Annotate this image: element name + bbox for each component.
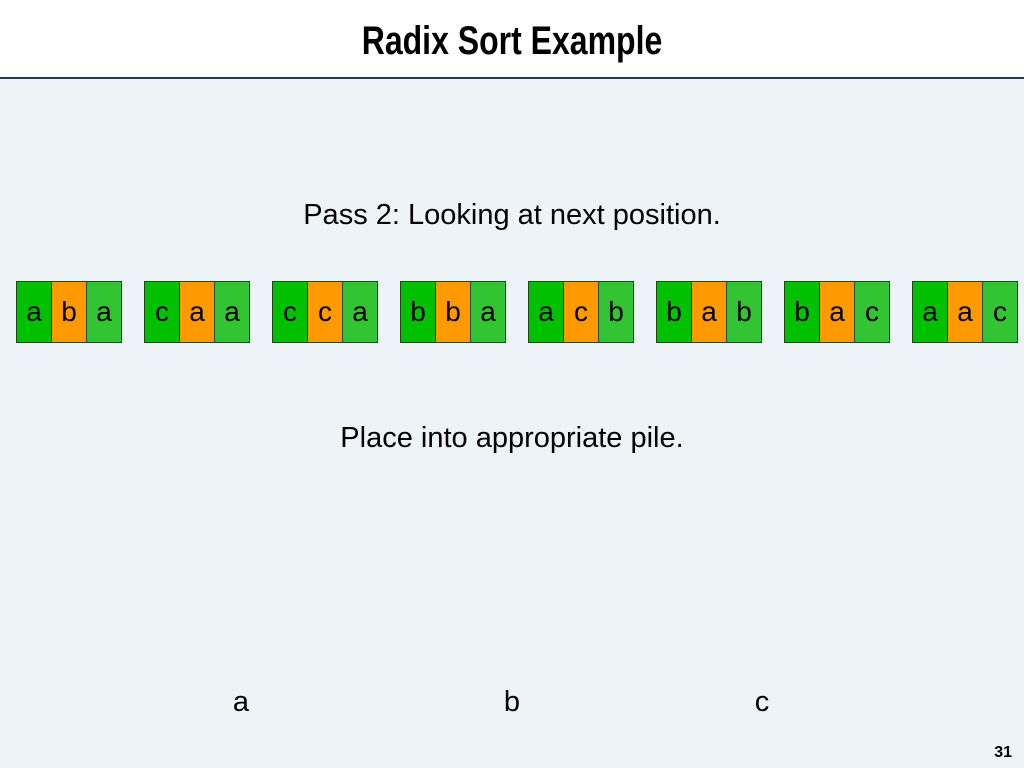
title-divider bbox=[0, 77, 1024, 79]
letter-cell: a bbox=[179, 281, 215, 343]
letter-cell: a bbox=[912, 281, 948, 343]
word-card: b a c bbox=[784, 281, 890, 343]
pile-label-a: a bbox=[232, 686, 250, 718]
letter-cell: a bbox=[342, 281, 378, 343]
instruction-text: Place into appropriate pile. bbox=[340, 422, 684, 454]
letter-cell: c bbox=[307, 281, 343, 343]
letter-cell: b bbox=[400, 281, 436, 343]
word-card: b a b bbox=[656, 281, 762, 343]
letter-cell: c bbox=[854, 281, 890, 343]
letter-cell: c bbox=[272, 281, 308, 343]
letter-cell: a bbox=[214, 281, 250, 343]
letter-cell: a bbox=[819, 281, 855, 343]
letter-cell: a bbox=[528, 281, 564, 343]
letter-cell: c bbox=[982, 281, 1018, 343]
words-row: a b a c a a c c a b b a a c b b a b b a … bbox=[0, 281, 1024, 343]
letter-cell: a bbox=[16, 281, 52, 343]
letter-cell: b bbox=[51, 281, 87, 343]
word-card: a a c bbox=[912, 281, 1018, 343]
letter-cell: b bbox=[726, 281, 762, 343]
letter-cell: a bbox=[470, 281, 506, 343]
slide-content-area bbox=[0, 79, 1024, 768]
letter-cell: a bbox=[86, 281, 122, 343]
word-card: a b a bbox=[16, 281, 122, 343]
word-card: a c b bbox=[528, 281, 634, 343]
pile-label-b: b bbox=[503, 686, 521, 718]
letter-cell: a bbox=[947, 281, 983, 343]
slide-number: 31 bbox=[994, 744, 1012, 761]
word-card: c c a bbox=[272, 281, 378, 343]
pass-caption: Pass 2: Looking at next position. bbox=[303, 199, 721, 231]
slide-title: Radix Sort Example bbox=[361, 19, 663, 63]
pile-label-c: c bbox=[754, 686, 770, 718]
letter-cell: b bbox=[656, 281, 692, 343]
title-bar: Radix Sort Example bbox=[0, 0, 1024, 78]
letter-cell: a bbox=[691, 281, 727, 343]
letter-cell: c bbox=[563, 281, 599, 343]
letter-cell: b bbox=[598, 281, 634, 343]
letter-cell: b bbox=[784, 281, 820, 343]
letter-cell: b bbox=[435, 281, 471, 343]
word-card: c a a bbox=[144, 281, 250, 343]
word-card: b b a bbox=[400, 281, 506, 343]
letter-cell: c bbox=[144, 281, 180, 343]
